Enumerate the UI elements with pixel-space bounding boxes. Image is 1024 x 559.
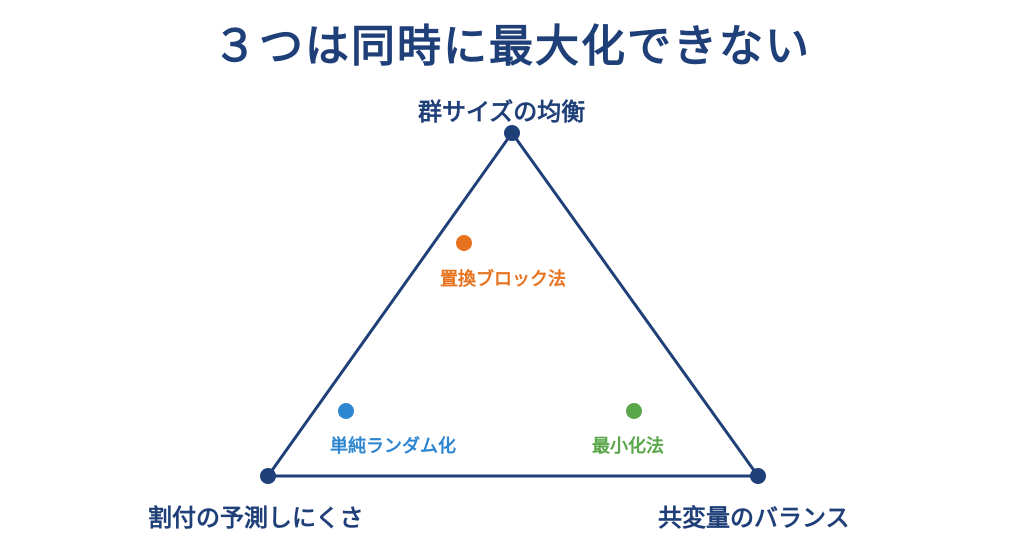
- vertex-dot-bottom-left: [260, 468, 276, 484]
- vertex-label-top: 群サイズの均衡: [418, 98, 586, 126]
- vertex-dot-top: [504, 125, 520, 141]
- method-label-permuted-block: 置換ブロック法: [440, 269, 566, 290]
- method-dot-minimization: [626, 403, 642, 419]
- vertex-label-bottom-right: 共変量のバランス: [658, 504, 850, 532]
- diagram-title: ３つは同時に最大化できない: [213, 21, 811, 72]
- method-label-minimization: 最小化法: [592, 436, 664, 457]
- method-label-simple-randomization: 単純ランダム化: [330, 436, 456, 457]
- vertex-dot-bottom-right: [750, 468, 766, 484]
- vertex-label-bottom-left: 割付の予測しにくさ: [148, 504, 364, 532]
- method-dot-simple-randomization: [338, 403, 354, 419]
- triangle-outline: [266, 131, 760, 478]
- method-dot-permuted-block: [456, 235, 472, 251]
